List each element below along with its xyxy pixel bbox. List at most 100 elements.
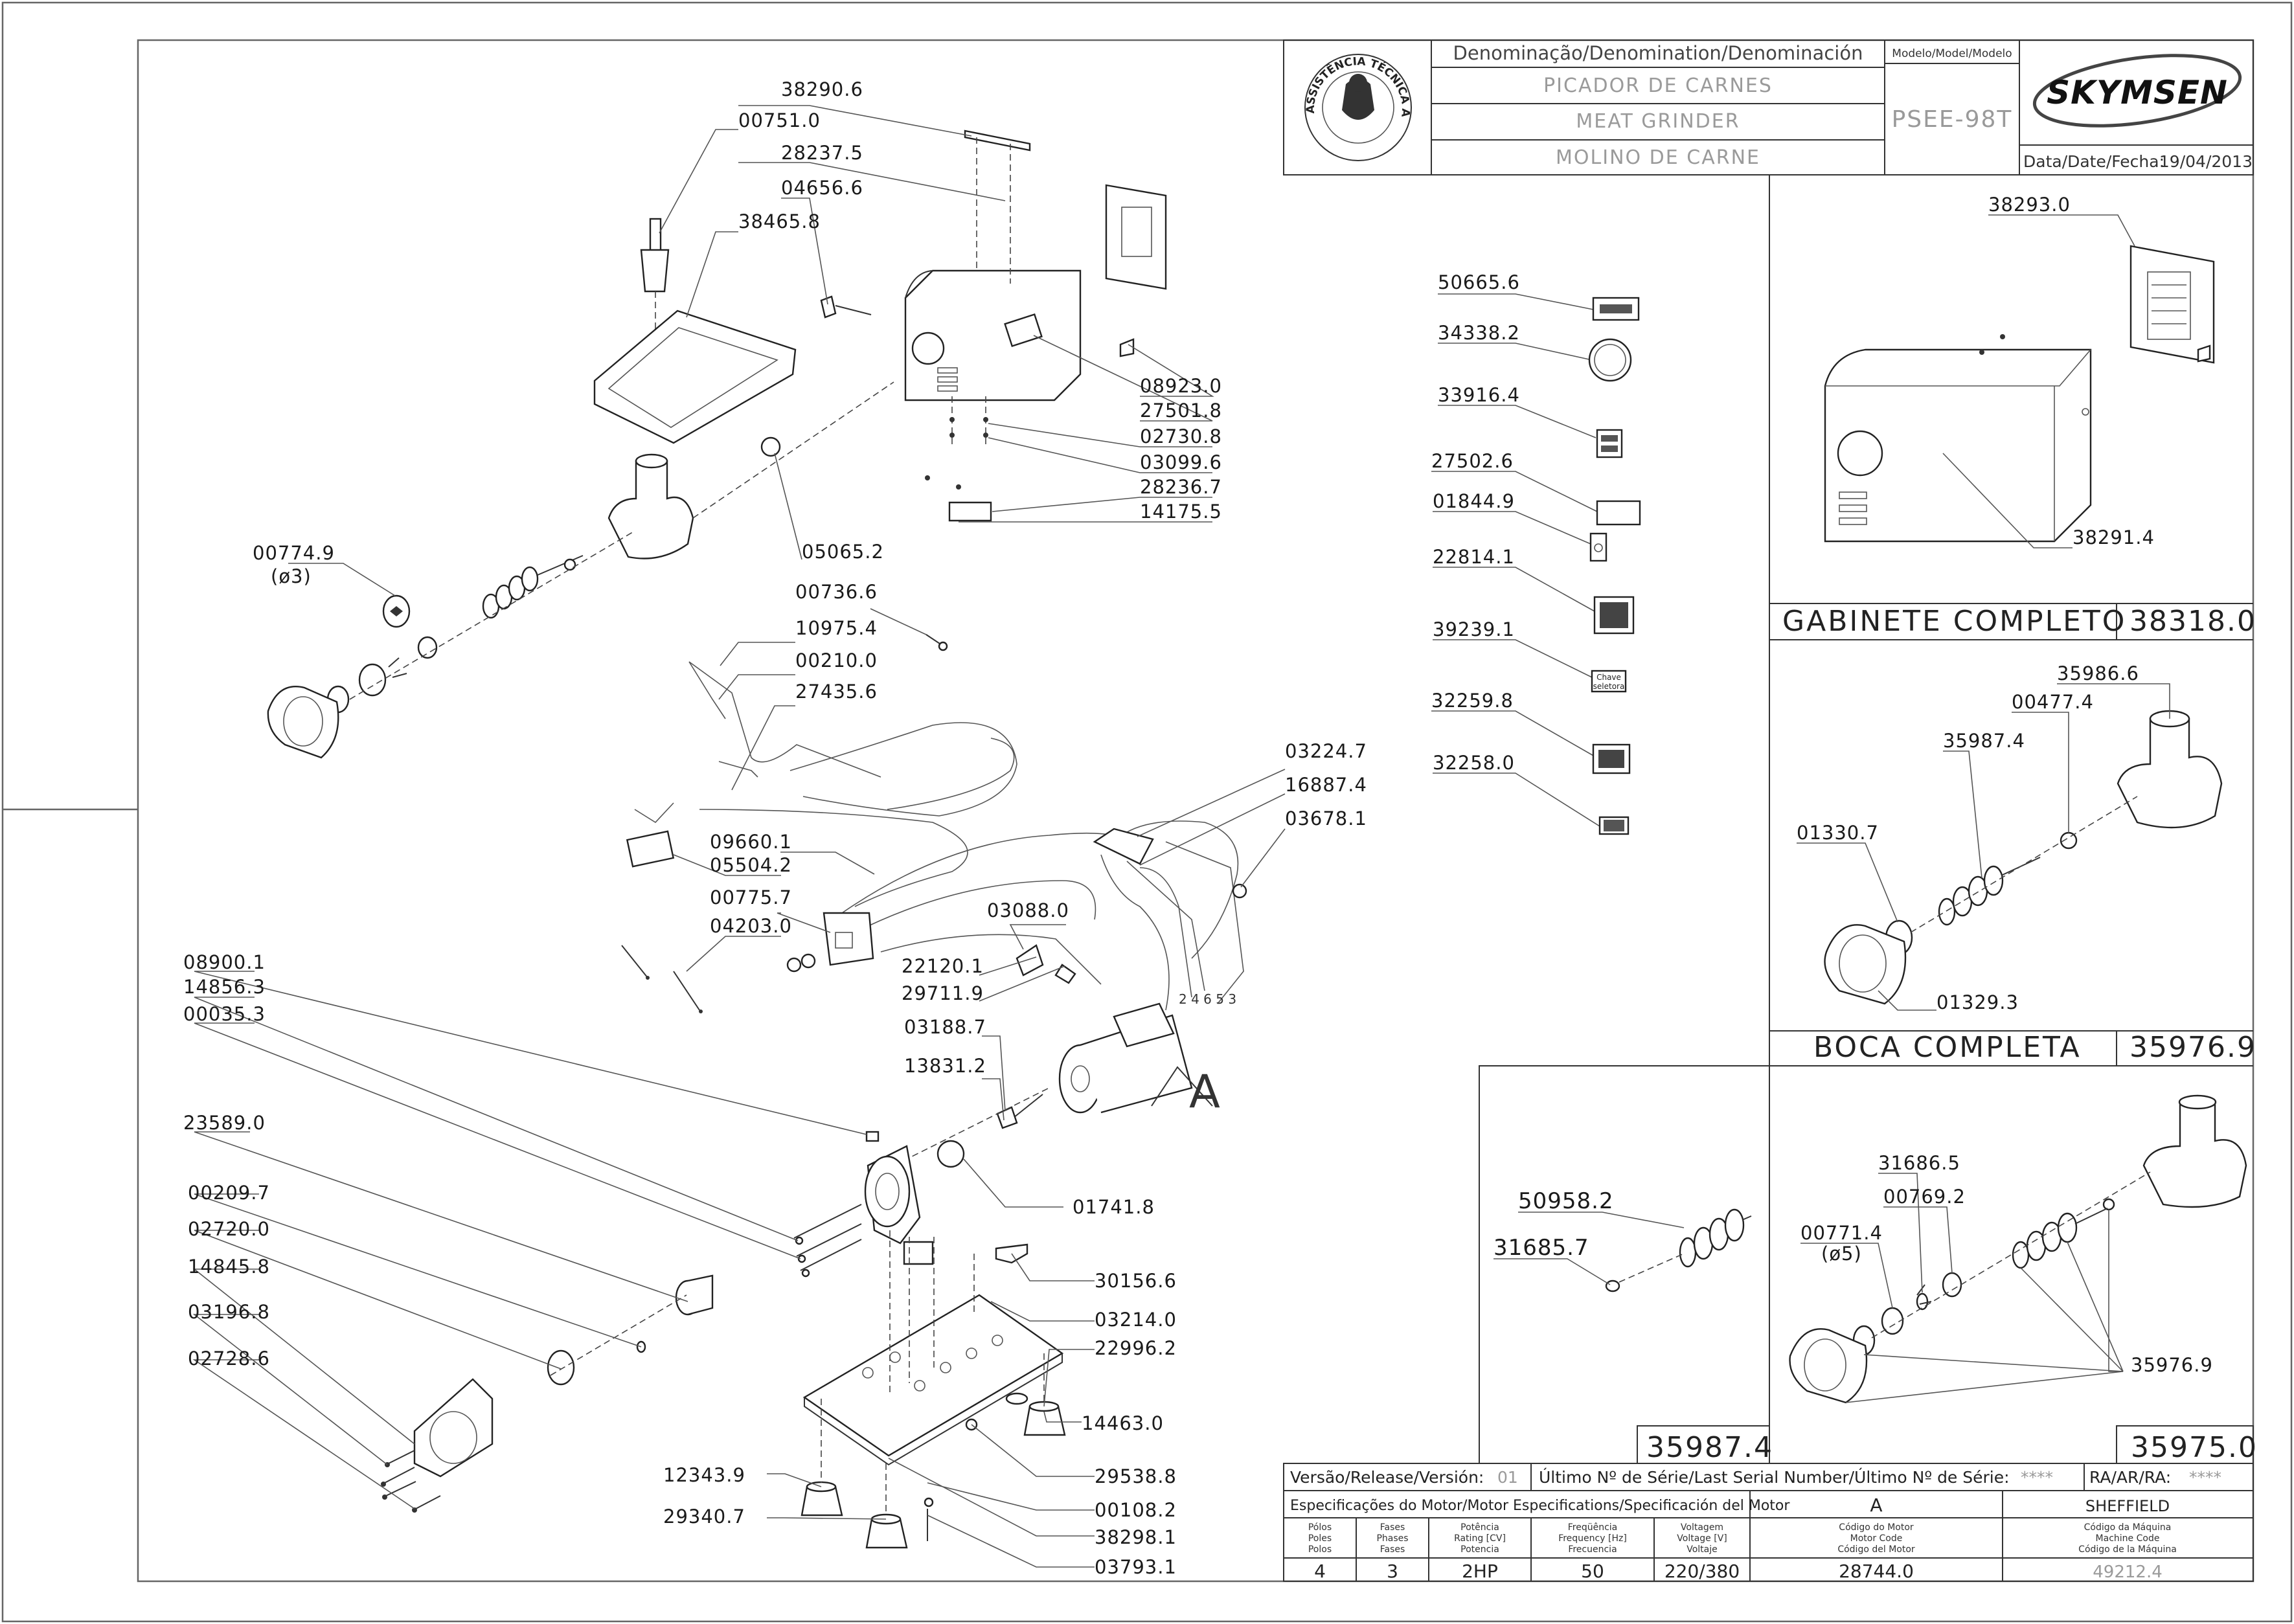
gabinete-title: GABINETE COMPLETO [1782,605,2126,638]
callout-23589-0: 23589.0 [183,1112,266,1134]
callout-00108-2: 00108.2 [1095,1499,1177,1521]
machine-code-value: 49212.4 [2093,1562,2163,1582]
gabinete-grille [2129,245,2215,364]
wiring-harness [634,661,1244,1011]
callout-00736-6: 00736.6 [795,581,878,603]
ra-label: RA/AR/RA: [2089,1468,2171,1487]
gabinete-body [1824,348,2092,543]
callout-12343-9: 12343.9 [663,1464,745,1486]
ra-value: **** [2189,1468,2221,1487]
callout-00751-0: 00751.0 [738,109,821,131]
callout-01741-8: 01741.8 [1073,1196,1155,1218]
bearing-part [937,1140,965,1168]
callout-00210-0: 00210.0 [795,649,878,671]
kit-callout-35976-9: 35976.9 [2131,1354,2213,1376]
housing-bolts [793,1204,862,1278]
front-cover-part [413,1378,494,1478]
boca-callout-01329-3: 01329.3 [1936,991,2019,1013]
date-value: 19/04/2013 [2159,152,2253,171]
callout-38290-6: 38290.6 [781,78,863,100]
boca-callout-01330-7: 01330.7 [1797,822,1879,844]
callout-03099-6: 03099.6 [1140,451,1222,473]
callout-29711-9: 29711.9 [902,982,984,1004]
voltage-h2: Voltage [V] [1677,1533,1727,1544]
svg-text:ASSISTÊNCIA TÉCNICA AUTORIZADA: ASSISTÊNCIA TÉCNICA AUTORIZADA [0,0,1412,118]
label-34338-2: 34338.2 [1438,322,1520,344]
phases-h1: Fases [1380,1522,1405,1533]
frequency-value: 50 [1581,1561,1604,1582]
version-label: Versão/Release/Versión: [1290,1468,1484,1487]
machine-code-h2: Machine Code [2096,1533,2160,1544]
poles-value: 4 [1314,1561,1326,1582]
sticker-instruction [1596,429,1623,458]
phases-value: 3 [1387,1561,1398,1582]
name-english: MEAT GRINDER [1576,110,1740,133]
callout-02730-8: 02730.8 [1140,425,1222,447]
callout-28236-7: 28236.7 [1140,476,1222,498]
callout-03678-1: 03678.1 [1285,807,1367,829]
plate-part [417,636,438,659]
main-leader-lines [192,105,1286,1568]
callout-00035-3: 00035.3 [183,1003,266,1025]
selector-switch-part [823,912,874,966]
boca-throat [2117,717,2223,829]
rear-grille-part [1105,184,1167,290]
callout-30156-6: 30156.6 [1095,1270,1177,1292]
motor-spec-table: Versão/Release/Versión: 01 Último Nº de … [1283,1463,2254,1582]
cabinet-screws [925,396,992,522]
name-spanish: MOLINO DE CARNE [1556,146,1760,169]
motor-letter-mark: A [1189,1065,1220,1118]
cover-screws [381,1450,441,1513]
title-block: ASSISTÊNCIA TÉCNICA AUTORIZADA Denominaç… [0,0,2254,175]
machine-name: SHEFFIELD [2085,1497,2170,1515]
callout-14175-5: 14175.5 [1140,501,1222,523]
callout-38465-8: 38465.8 [738,210,821,232]
rating-h1: Potência [1460,1522,1499,1533]
sticker-selector [1591,670,1627,693]
terminal-numbers: 2 4 6 5 3 [1179,991,1236,1007]
label-stickers: Chave seletora 50665.6 34338.2 33916.4 2… [1431,271,1641,835]
poles-h1: Pólos [1308,1522,1332,1533]
kit-throat [2142,1101,2247,1208]
sticker-round [1588,338,1632,382]
motor-spec-header: Especificações do Motor/Motor Especifica… [1290,1498,1790,1514]
main-exploded-view: 2 4 6 5 3 A [267,130,1247,1549]
rating-h3: Potencia [1460,1544,1499,1555]
name-portuguese: PICADOR DE CARNES [1543,74,1773,97]
base-plate-part [802,1294,1064,1457]
callout-03224-7: 03224.7 [1285,740,1367,762]
callout-22120-1: 22120.1 [902,955,984,977]
label-22814-1: 22814.1 [1433,546,1515,568]
sticker-blank [1596,500,1641,526]
boca-code: 35976.9 [2129,1031,2256,1064]
gabinete-code: 38318.0 [2129,605,2256,638]
callout-14845-8: 14845.8 [188,1256,270,1278]
brand-name: SKYMSEN [2047,74,2228,111]
callout-05504-2: 05504.2 [710,854,792,876]
callout-08923-0: 08923.0 [1140,375,1222,397]
rating-h2: Rating [CV] [1454,1533,1506,1544]
kit-callout-00771-4: 00771.4 [1800,1222,1883,1244]
callout-03088-0: 03088.0 [987,899,1069,921]
kit-auger [2012,1208,2108,1269]
boca-callout-00477-4: 00477.4 [2012,691,2094,713]
callout-08900-1: 08900.1 [183,951,266,973]
machine-code-h1: Código da Máquina [2084,1522,2172,1533]
rubber-feet [801,1392,1066,1549]
callout-14856-3: 14856.3 [183,976,266,998]
callout-10975-4: 10975.4 [795,617,878,639]
tray-part [593,310,797,444]
sticker-chave-text: Chave [1596,673,1621,682]
boca-callout-35987-4: 35987.4 [1943,730,2025,752]
kit-ring [1789,1328,1868,1404]
callout-29538-8: 29538.8 [1095,1465,1177,1487]
motor-code-h3: Código del Motor [1837,1544,1915,1555]
boca-completa-view: 35986.6 00477.4 35987.4 01330.7 01329.3 … [1797,662,2256,1064]
label-27502-6: 27502.6 [1431,450,1514,472]
last-serial-value: **** [2021,1468,2053,1487]
callout-00775-7: 00775.7 [710,886,792,908]
callout-27501-8: 27501.8 [1140,400,1222,422]
capacitor-part [1016,944,1044,976]
